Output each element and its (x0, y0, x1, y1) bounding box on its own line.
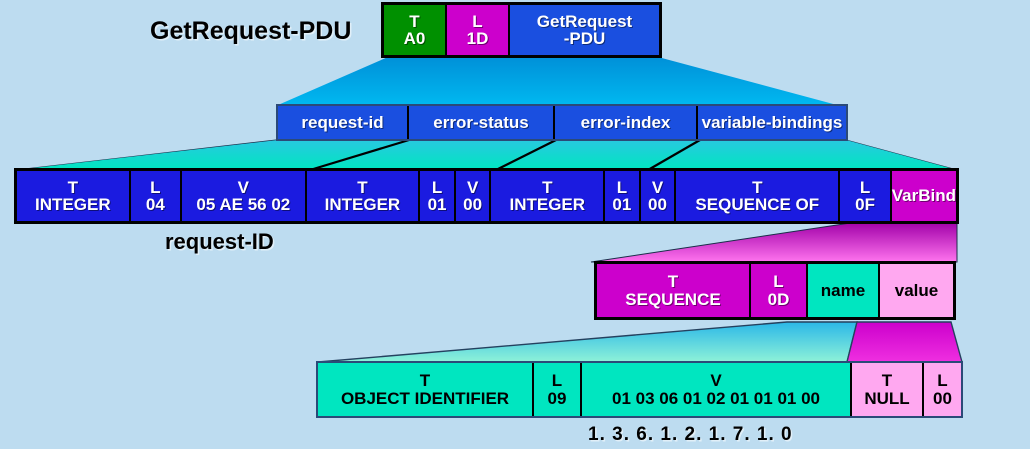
varbind-cell-length: L 0D (751, 264, 808, 317)
pdu-cell-type: T A0 (384, 5, 447, 55)
tlv-cell-6: T INTEGER (491, 171, 606, 221)
tlv-cell-2-top: V (237, 177, 249, 197)
tlv-cell-8-bottom: 00 (648, 195, 667, 214)
tlv-cell-8: V 00 (640, 171, 677, 221)
pdu-length-value: 1D (466, 29, 489, 48)
tlv-cell-0-top: T (67, 177, 79, 197)
field-request-id: request-id (278, 106, 409, 139)
tlv-cell-varbind: VarBind (891, 171, 956, 221)
varbind-name-label: name (820, 280, 866, 300)
field-variable-bindings-label: variable-bindings (701, 112, 843, 132)
pdu-row: T A0 L 1D GetRequest -PDU (381, 2, 662, 58)
field-error-status-label: error-status (433, 112, 529, 132)
tlv-cell-5-bottom: 00 (463, 195, 483, 214)
pdu-type-value: A0 (403, 29, 426, 48)
oid-dotted-notation: 1. 3. 6. 1. 2. 1. 7. 1. 0 (588, 424, 793, 445)
tlv-cell-5: V 00 (455, 171, 492, 221)
pdu-cell-value: GetRequest -PDU (510, 5, 659, 55)
pdu-cell-length: L 1D (447, 5, 510, 55)
null-length-value: 00 (933, 388, 952, 408)
oid-value-label: V (710, 371, 722, 390)
pdu-value-line2: -PDU (563, 29, 606, 48)
connector-varbind (590, 221, 958, 263)
varbind-cell-type: T SEQUENCE (597, 264, 751, 317)
tlv-cell-0: T INTEGER (17, 171, 131, 221)
varbind-row: T SEQUENCE L 0D name value (594, 261, 956, 320)
null-length-label: L (937, 371, 948, 390)
oid-cell-value: V 01 03 06 01 02 01 01 01 00 (582, 363, 852, 416)
connector-fields-to-tlv (15, 139, 958, 171)
varbind-type-value: SEQUENCE (625, 289, 721, 309)
oid-value-hex: 01 03 06 01 02 01 01 01 00 (612, 388, 820, 408)
divider-request-id (309, 138, 410, 172)
field-error-index: error-index (555, 106, 698, 139)
tlv-cell-1-top: L (150, 177, 161, 197)
pdu-type-label: T (409, 11, 420, 31)
oid-cell-type: T OBJECT IDENTIFIER (318, 363, 534, 416)
varbind-cell-value: value (880, 264, 953, 317)
connector-fields-to-tlv-fill (16, 140, 957, 170)
divider-error-status (495, 139, 557, 171)
oid-type-label: T (419, 371, 431, 390)
tlv-cell-4-top: L (431, 177, 443, 197)
varbind-length-value: 0D (767, 289, 790, 309)
tlv-cell-0-bottom: INTEGER (35, 195, 111, 214)
connector-name-to-oid (317, 321, 858, 363)
tlv-cell-4-bottom: 01 (427, 195, 447, 214)
tlv-cell-4: L 01 (420, 171, 456, 221)
tlv-cell-3-top: T (357, 177, 368, 197)
oid-length-label: L (551, 371, 563, 390)
varbind-length-label: L (773, 272, 784, 291)
tlv-cell-8-top: V (651, 177, 664, 197)
pdu-length-label: L (472, 11, 483, 31)
page-title: GetRequest-PDU (150, 17, 352, 45)
tlv-cell-3: T INTEGER (306, 171, 421, 221)
tlv-cell-2-bottom: 05 AE 56 02 (196, 195, 291, 214)
field-variable-bindings: variable-bindings (698, 106, 846, 139)
tlv-cell-varbind-label: VarBind (891, 186, 956, 206)
tlv-cell-10-bottom: 0F (855, 195, 875, 214)
divider-error-index (647, 139, 701, 171)
tlv-cell-1: L 04 (130, 171, 183, 221)
tlv-cell-9-bottom: SEQUENCE OF (695, 195, 820, 214)
null-cell-length: L 00 (924, 363, 961, 416)
tlv-cell-10: L 0F (840, 171, 892, 221)
null-cell-type: T NULL (852, 363, 924, 416)
tlv-cell-7-bottom: 01 (612, 195, 632, 214)
oid-type-value: OBJECT IDENTIFIER (340, 388, 510, 408)
tlv-cell-7-top: L (616, 177, 628, 197)
null-type-label: T (881, 371, 893, 390)
field-error-status: error-status (409, 106, 555, 139)
tlv-cell-9: T SEQUENCE OF (676, 171, 841, 221)
tlv-cell-6-bottom: INTEGER (509, 195, 586, 214)
connector-pdu-to-fields (278, 57, 837, 105)
tlv-row: T INTEGER L 04 V 05 AE 56 02 T INTEGER L… (14, 168, 959, 224)
varbind-value-label: value (894, 280, 939, 300)
connector-value-to-null (846, 321, 963, 363)
oid-row: T OBJECT IDENTIFIER L 09 V 01 03 06 01 0… (316, 361, 963, 418)
oid-cell-length: L 09 (534, 363, 582, 416)
varbind-type-label: T (667, 272, 679, 291)
field-error-index-label: error-index (580, 112, 671, 132)
tlv-cell-3-bottom: INTEGER (324, 195, 401, 214)
tlv-cell-5-top: V (466, 177, 479, 197)
tlv-cell-2: V 05 AE 56 02 (182, 171, 307, 221)
fields-row: request-id error-status error-index vari… (276, 104, 848, 141)
oid-length-value: 09 (547, 388, 567, 408)
tlv-cell-9-top: T (752, 177, 763, 197)
field-request-id-label: request-id (301, 112, 384, 132)
pdu-value-line1: GetRequest (536, 11, 633, 31)
tlv-cell-7: L 01 (605, 171, 641, 221)
null-type-value: NULL (864, 388, 910, 408)
varbind-cell-name: name (808, 264, 880, 317)
tlv-cell-6-top: T (542, 177, 553, 197)
tlv-cell-1-bottom: 04 (145, 195, 165, 214)
request-id-caption: request-ID (165, 229, 274, 254)
tlv-cell-10-top: L (859, 177, 871, 197)
